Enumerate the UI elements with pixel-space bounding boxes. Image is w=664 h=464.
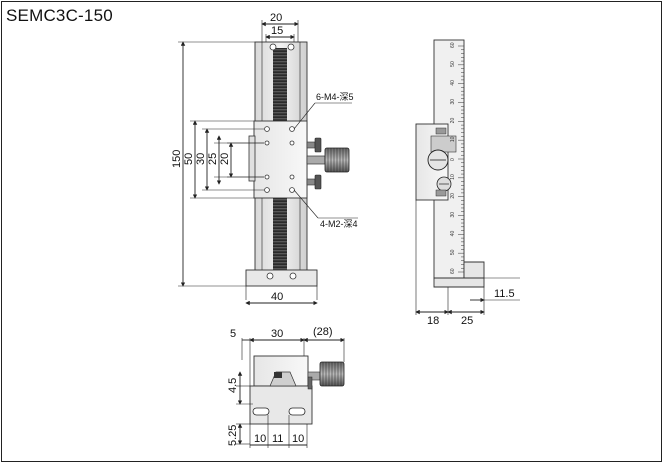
dim-pitch-50: 50 xyxy=(183,153,195,165)
dim-inner-width: 15 xyxy=(271,25,283,37)
dim-bottom-5: 5 xyxy=(230,328,236,340)
front-base-foot xyxy=(245,269,318,287)
dim-bottom-10b: 10 xyxy=(292,433,304,445)
bottom-view: 5 30 (28) 4.5 5.25 10 11 xyxy=(227,326,345,448)
scale-number: 0 xyxy=(450,158,456,161)
callout-m2-holes: 4-M2-深4 xyxy=(320,219,358,229)
mount-slot-left xyxy=(252,407,270,416)
dim-side-11-5: 11.5 xyxy=(494,288,515,300)
scale-number: 50 xyxy=(450,249,456,255)
lock-screws xyxy=(306,137,322,190)
dim-bottom-5-25: 5.25 xyxy=(227,425,239,446)
model-title: SEMC3C-150 xyxy=(6,6,113,25)
front-carriage xyxy=(253,120,308,199)
scale-number: 20 xyxy=(450,193,456,199)
scale-number: 30 xyxy=(450,99,456,105)
dim-bottom-4-5: 4.5 xyxy=(227,378,239,393)
mount-slot-right xyxy=(288,407,306,416)
scale-labels: 60 50 40 30 20 10 0 10 20 30 40 50 60 xyxy=(450,42,456,274)
callout-m4-holes: 6-M4-深5 xyxy=(316,92,354,102)
bottom-base xyxy=(249,385,313,425)
dim-bottom-10a: 10 xyxy=(254,433,266,445)
scale-number: 60 xyxy=(450,42,456,48)
scale-number: 10 xyxy=(450,136,456,142)
dim-top-width: 20 xyxy=(270,12,282,24)
scale-number: 30 xyxy=(450,212,456,218)
scale-number: 20 xyxy=(450,118,456,124)
dim-pitch-25: 25 xyxy=(207,153,219,165)
dim-pitch-20: 20 xyxy=(219,153,231,165)
scale-number: 40 xyxy=(450,80,456,86)
dim-bottom-11: 11 xyxy=(272,433,283,445)
scale-number: 50 xyxy=(450,61,456,67)
dim-total-height: 150 xyxy=(171,150,183,168)
dim-bottom-28: (28) xyxy=(313,326,333,338)
front-view: 20 15 150 50 30 25 xyxy=(171,12,358,306)
dim-bottom-30: 30 xyxy=(271,328,283,340)
dim-side-18: 18 xyxy=(427,315,439,327)
side-view: 60 50 40 30 20 10 0 10 20 30 40 50 60 18 25 11.5 xyxy=(415,39,520,327)
scale-number: 10 xyxy=(450,174,456,180)
carriage-holes xyxy=(264,126,295,193)
front-adjust-knob xyxy=(306,147,350,173)
dim-base-width: 40 xyxy=(271,291,283,303)
scale-number: 40 xyxy=(450,231,456,237)
scale-ticks xyxy=(458,45,464,273)
dim-pitch-30: 30 xyxy=(195,153,207,165)
dim-side-25: 25 xyxy=(461,315,473,327)
scale-number: 60 xyxy=(450,268,456,274)
